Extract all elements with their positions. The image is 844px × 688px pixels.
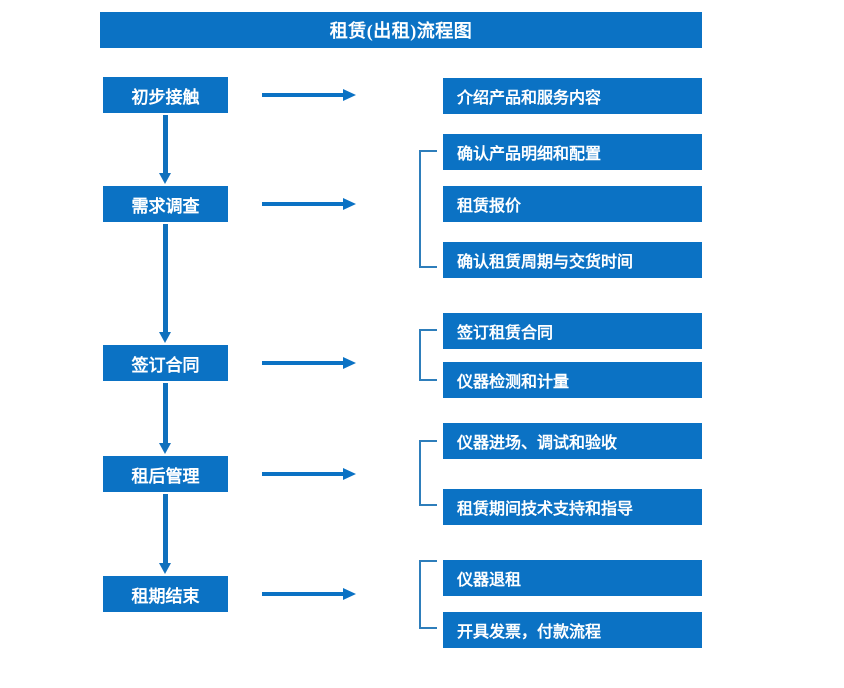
- down-arrow-icon-3: [159, 383, 171, 454]
- detail-box-7[interactable]: 仪器进场、调试和验收: [443, 423, 702, 459]
- stage-box-4[interactable]: 租后管理: [103, 456, 228, 492]
- right-arrow-icon-2: [262, 198, 356, 210]
- chart-title: 租赁(出租)流程图: [100, 12, 702, 48]
- detail-box-4[interactable]: 确认租赁周期与交货时间: [443, 242, 702, 278]
- detail-box-6[interactable]: 仪器检测和计量: [443, 362, 702, 398]
- detail-box-10[interactable]: 开具发票，付款流程: [443, 612, 702, 648]
- detail-box-8[interactable]: 租赁期间技术支持和指导: [443, 489, 702, 525]
- detail-box-2[interactable]: 确认产品明细和配置: [443, 134, 702, 170]
- right-arrow-icon-4: [262, 468, 356, 480]
- detail-box-1[interactable]: 介绍产品和服务内容: [443, 78, 702, 114]
- group-bracket-1: [419, 150, 437, 268]
- right-arrow-icon-3: [262, 357, 356, 369]
- detail-box-3[interactable]: 租赁报价: [443, 186, 702, 222]
- group-bracket-3: [419, 440, 437, 506]
- down-arrow-icon-1: [159, 115, 171, 184]
- stage-box-2[interactable]: 需求调查: [103, 186, 228, 222]
- group-bracket-2: [419, 329, 437, 381]
- detail-box-5[interactable]: 签订租赁合同: [443, 313, 702, 349]
- right-arrow-icon-1: [262, 89, 356, 101]
- right-arrow-icon-5: [262, 588, 356, 600]
- down-arrow-icon-2: [159, 224, 171, 343]
- stage-box-5[interactable]: 租期结束: [103, 576, 228, 612]
- down-arrow-icon-4: [159, 494, 171, 574]
- stage-box-3[interactable]: 签订合同: [103, 345, 228, 381]
- detail-box-9[interactable]: 仪器退租: [443, 560, 702, 596]
- group-bracket-4: [419, 560, 437, 629]
- stage-box-1[interactable]: 初步接触: [103, 77, 228, 113]
